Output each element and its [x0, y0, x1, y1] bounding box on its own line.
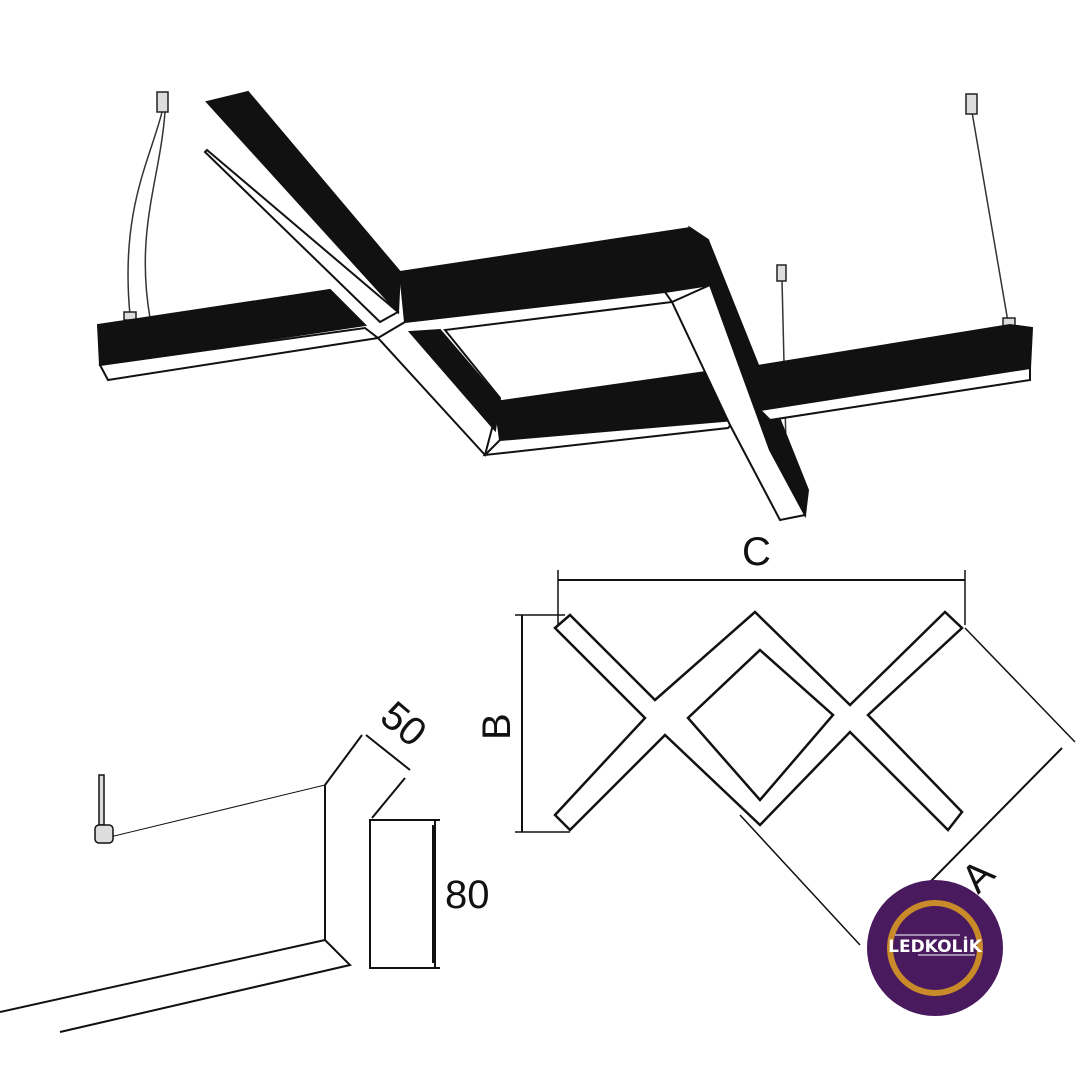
led-fixture	[96, 90, 1034, 522]
c-label: C	[742, 530, 771, 574]
profile-section	[0, 734, 440, 1033]
logo-text: LEDKOLİK	[888, 935, 983, 957]
ceiling-mounts	[123, 91, 1016, 327]
ledkolik-logo: LEDKOLİK	[867, 880, 1003, 1016]
height-label: 80	[445, 873, 490, 917]
b-label: B	[475, 713, 519, 740]
plan-view	[515, 570, 1076, 946]
wall-mount-icon	[94, 774, 114, 844]
